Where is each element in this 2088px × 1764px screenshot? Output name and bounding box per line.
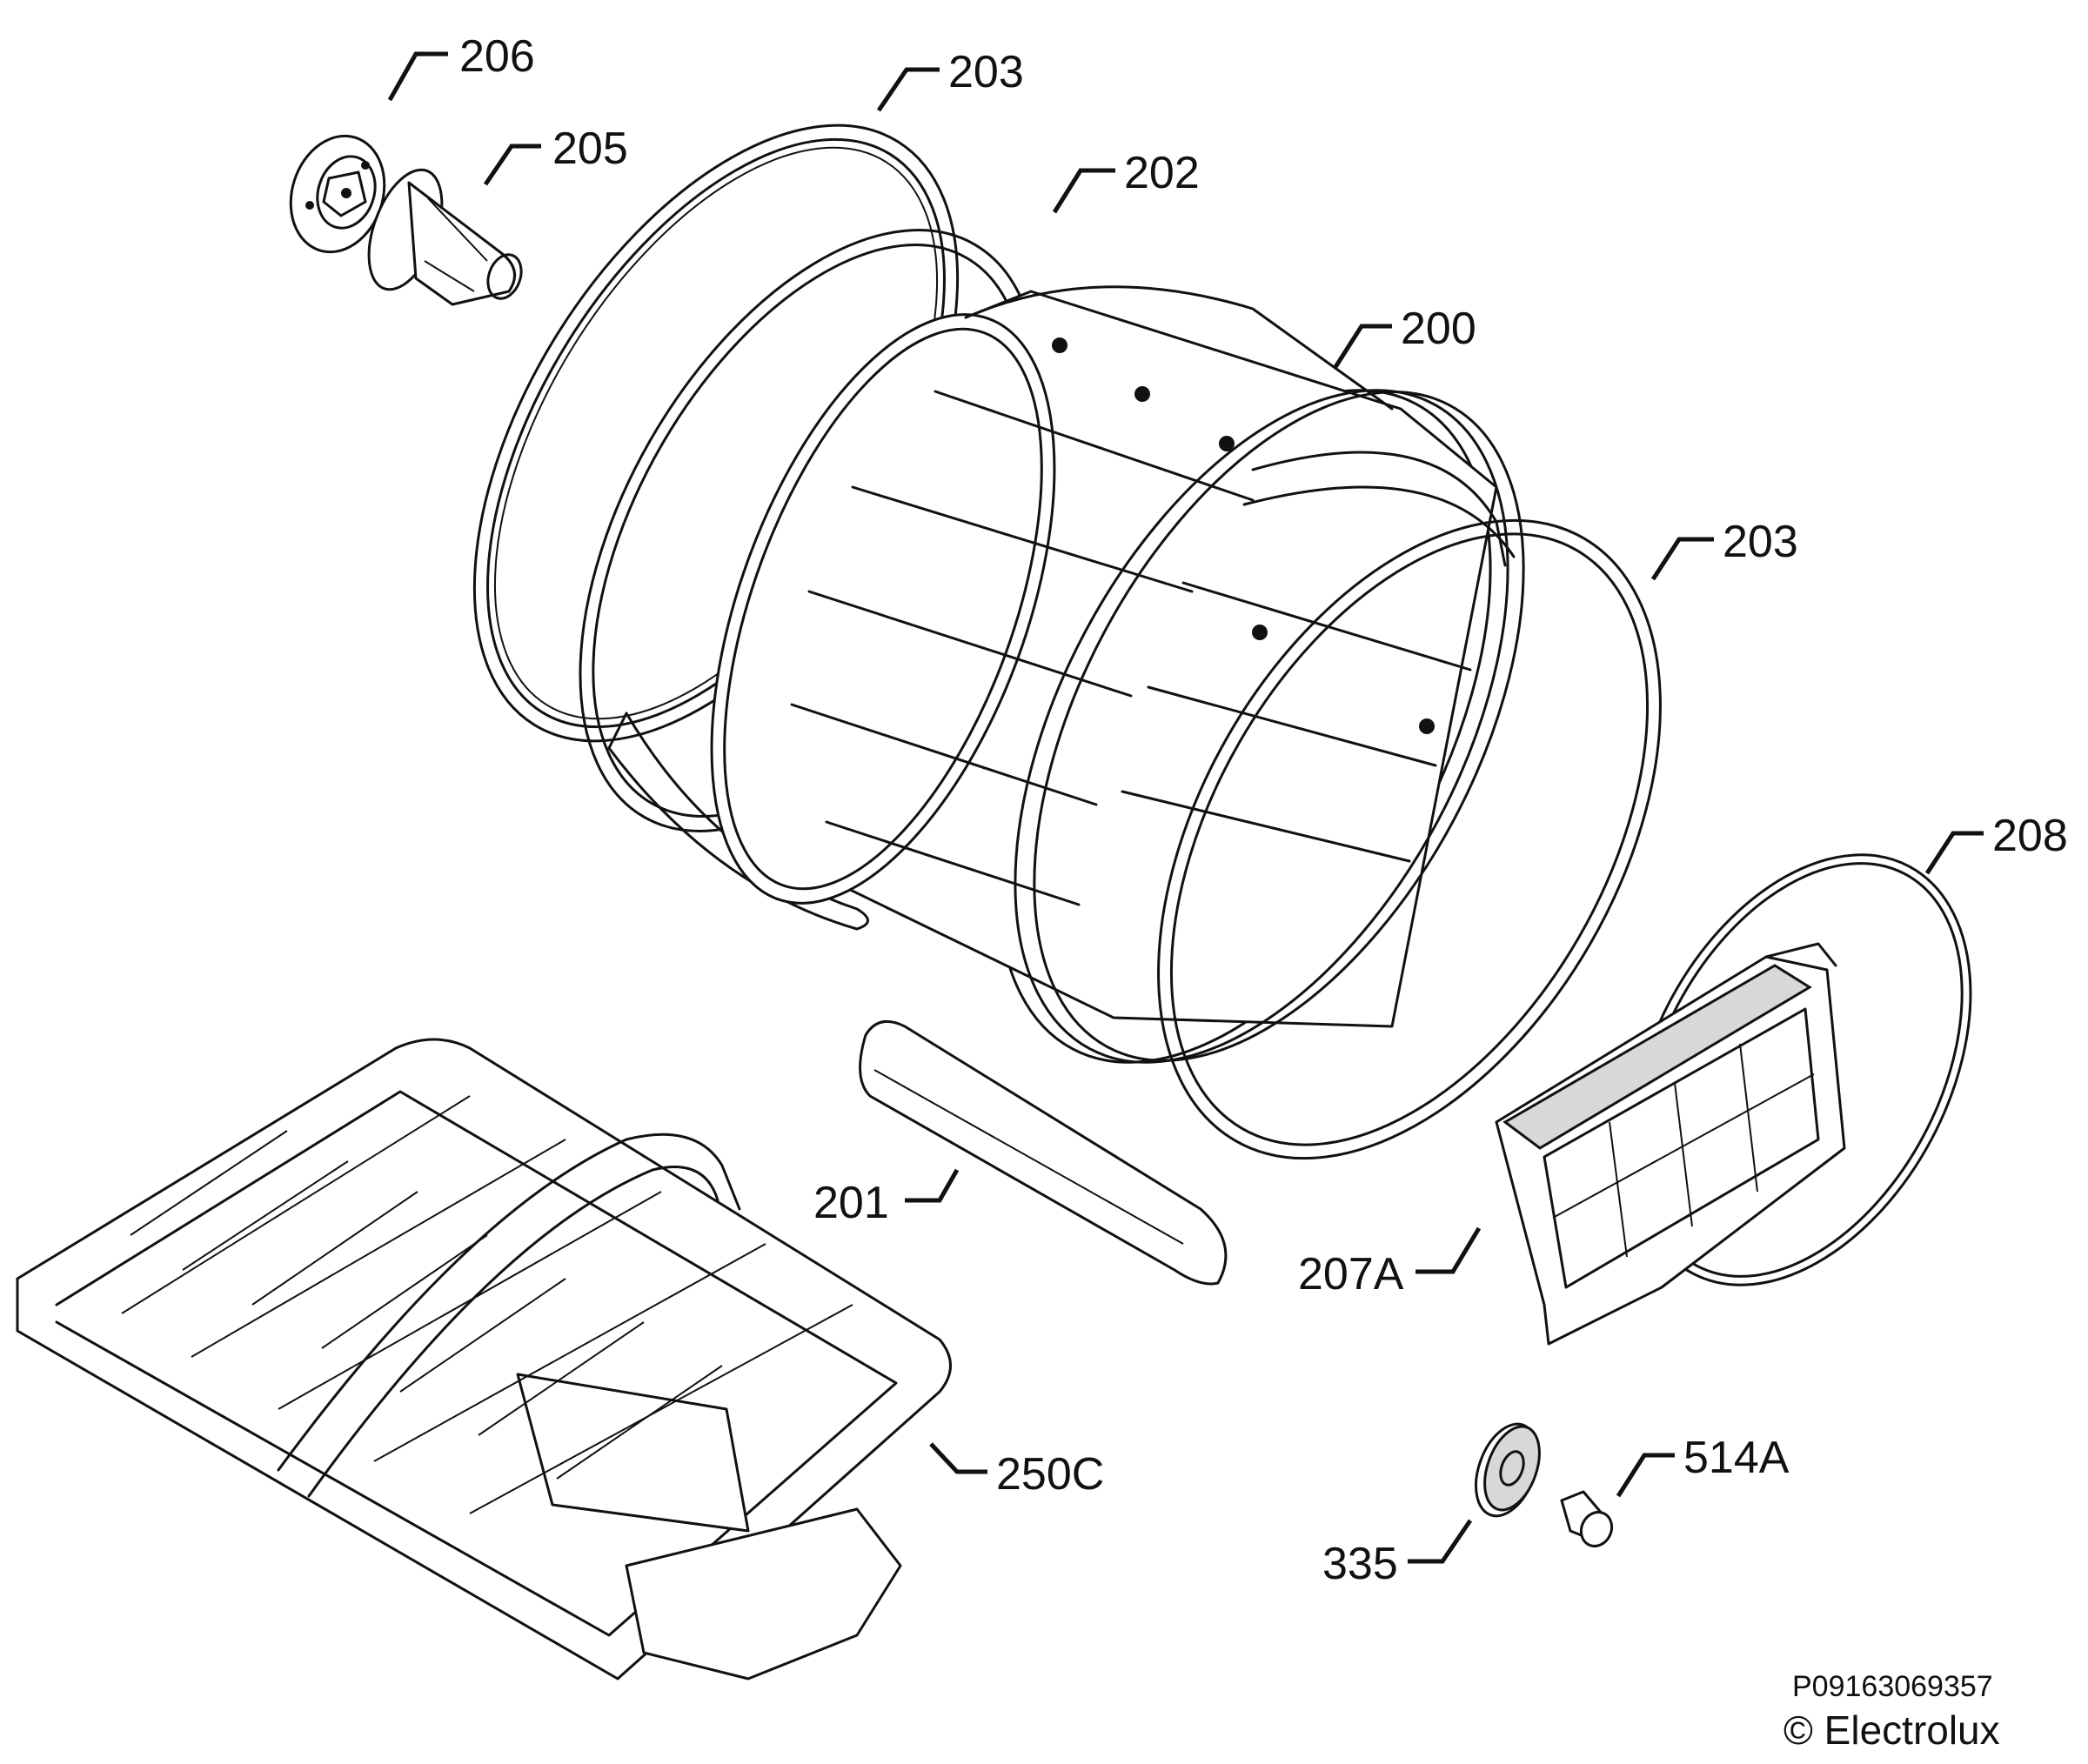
part-203-rear-gasket-ring — [1157, 518, 1662, 1160]
copyright-notice: © Electrolux — [1784, 1707, 2000, 1753]
callout-208: 208 — [1992, 811, 2068, 861]
callout-202: 202 — [1124, 148, 1200, 198]
callout-205: 205 — [552, 124, 628, 174]
callout-335: 335 — [1322, 1539, 1398, 1589]
part-335-roller-wheel — [1475, 1422, 1541, 1518]
part-208-filter-seal — [1630, 853, 1972, 1286]
callout-203-right: 203 — [1723, 517, 1798, 567]
callout-514a: 514A — [1683, 1433, 1790, 1483]
callout-250c: 250C — [996, 1449, 1104, 1500]
part-207a-fluff-filter — [1495, 942, 1846, 1346]
callout-leaders — [387, 51, 1984, 1564]
callout-207a: 207A — [1298, 1249, 1404, 1300]
part-200-drum — [710, 285, 1525, 1064]
part-205-cone-bush — [367, 168, 523, 306]
part-201-drum-baffle — [859, 1019, 1228, 1286]
callout-200: 200 — [1401, 304, 1476, 354]
callout-201: 201 — [813, 1178, 889, 1228]
part-514a-axle-pin — [1560, 1490, 1614, 1547]
drawing-reference-number: P09163069357 — [1792, 1670, 1993, 1703]
part-250c-drying-rack — [16, 1038, 952, 1680]
callout-labels: 206 205 203 202 200 203 208 201 207A 250… — [459, 31, 2068, 1589]
callout-206: 206 — [459, 31, 535, 82]
callout-203-top: 203 — [948, 47, 1024, 97]
